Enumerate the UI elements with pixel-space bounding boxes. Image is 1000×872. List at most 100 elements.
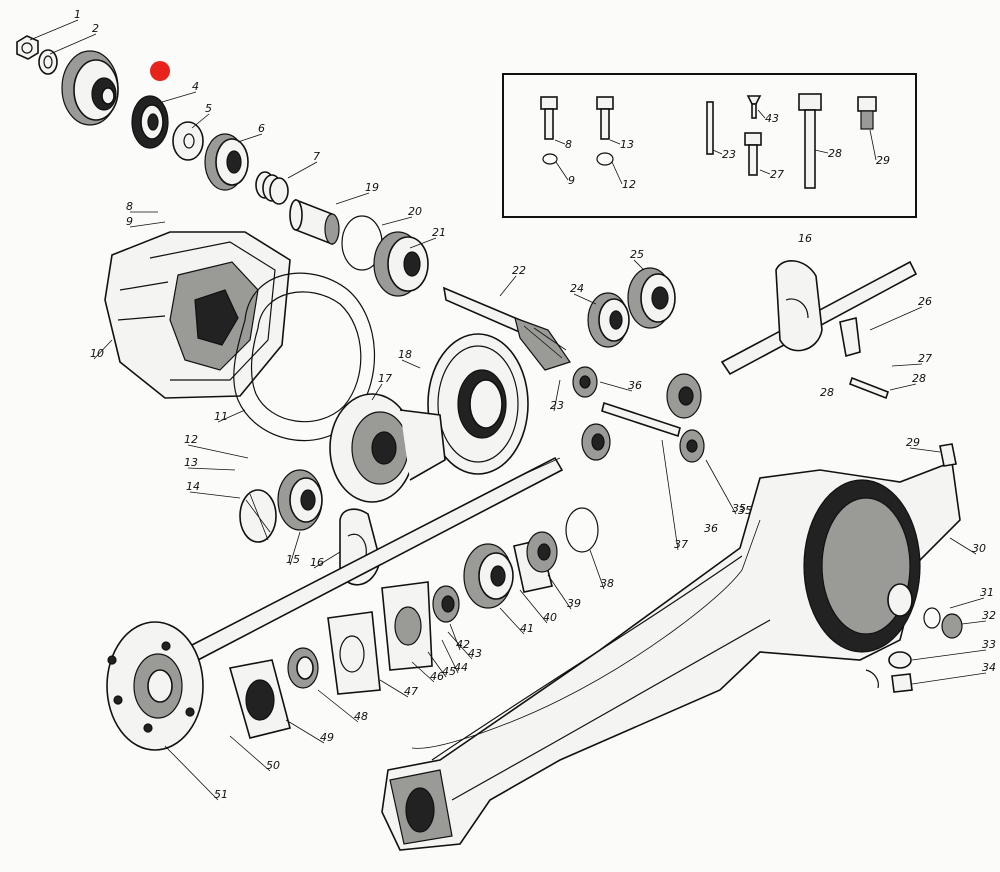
part-label: 34 bbox=[982, 661, 996, 674]
leader-line bbox=[409, 237, 437, 249]
part-pinion-shaft-22 bbox=[442, 286, 571, 371]
leader-line bbox=[961, 620, 987, 625]
inset-leader-line bbox=[609, 139, 621, 145]
fasteners-inset-frame bbox=[502, 73, 917, 218]
leader-line bbox=[869, 306, 923, 331]
inset-label: 23 bbox=[722, 148, 736, 161]
part-label: 28 bbox=[912, 372, 926, 385]
inset-leader-line bbox=[757, 109, 766, 119]
inset-label: 8 bbox=[565, 138, 572, 151]
leader-line bbox=[317, 689, 359, 723]
leader-line bbox=[573, 293, 597, 305]
part-label: 14 bbox=[186, 480, 200, 493]
side-label: 28 bbox=[820, 386, 834, 399]
part-label: 29 bbox=[906, 436, 920, 449]
leader-line bbox=[589, 549, 605, 590]
part-label: 8 bbox=[126, 200, 133, 213]
inset-label: 9 bbox=[568, 174, 575, 187]
leader-line bbox=[371, 383, 383, 401]
part-label: 17 bbox=[378, 372, 392, 385]
part-label: 47 bbox=[404, 685, 418, 698]
leader-line bbox=[705, 459, 737, 515]
leader-line bbox=[661, 439, 679, 551]
part-bearing-41 bbox=[463, 543, 514, 609]
part-washer-5 bbox=[172, 121, 204, 161]
part-label: 38 bbox=[600, 577, 614, 590]
leader-line bbox=[287, 161, 318, 179]
inset-bolt-28 bbox=[798, 93, 822, 189]
leader-line bbox=[911, 672, 987, 685]
leader-lines bbox=[29, 19, 987, 801]
part-label: 27 bbox=[918, 352, 932, 365]
part-label: 11 bbox=[214, 410, 228, 423]
leader-line bbox=[229, 735, 271, 772]
part-label: 16 bbox=[310, 556, 324, 569]
inset-washer-12 bbox=[596, 152, 614, 166]
leader-line bbox=[889, 383, 917, 391]
part-pinion-gear-36 bbox=[572, 366, 598, 398]
leader-line bbox=[911, 649, 987, 661]
part-side-gear-35 bbox=[666, 373, 702, 419]
part-label: 37 bbox=[674, 538, 688, 551]
leader-line bbox=[449, 623, 461, 651]
part-carrier-housing-10 bbox=[104, 231, 291, 399]
inset-washer-9 bbox=[542, 153, 558, 165]
part-diff-case-17 bbox=[329, 393, 446, 503]
inset-leader-line bbox=[869, 129, 877, 161]
part-label: 7 bbox=[313, 150, 320, 163]
part-bolt-28-side bbox=[849, 376, 889, 400]
part-label: 24 bbox=[570, 282, 584, 295]
part-fittings bbox=[865, 607, 963, 693]
leader-line bbox=[93, 339, 113, 360]
inset-label: 43 bbox=[765, 112, 779, 125]
part-bearing-25 bbox=[627, 267, 676, 329]
inset-leader-line bbox=[814, 149, 829, 154]
inset-leader-line bbox=[759, 169, 771, 175]
leader-line bbox=[187, 444, 249, 459]
inset-leader-line bbox=[712, 149, 723, 155]
part-label: 6 bbox=[258, 122, 265, 135]
detail-label: 36 bbox=[704, 522, 718, 535]
part-ring-gear-18 bbox=[427, 333, 529, 475]
inset-screw-43 bbox=[746, 95, 762, 119]
detail-label: 35 bbox=[738, 504, 752, 517]
part-nut bbox=[16, 35, 39, 60]
part-label: 45 bbox=[442, 665, 456, 678]
part-label: 50 bbox=[266, 759, 280, 772]
inset-label: 27 bbox=[770, 168, 784, 181]
leader-line bbox=[519, 589, 548, 624]
part-bushing-42 bbox=[432, 585, 460, 623]
part-bearing-6 bbox=[204, 133, 249, 191]
part-plate-47 bbox=[327, 611, 381, 695]
part-label: 15 bbox=[286, 553, 300, 566]
inset-leader-line bbox=[555, 161, 569, 181]
part-fork-16 bbox=[775, 260, 823, 352]
part-plate-46 bbox=[381, 581, 433, 671]
leader-line bbox=[633, 259, 645, 271]
inset-bolt-8 bbox=[540, 96, 558, 140]
part-cross-shaft-37 bbox=[601, 401, 681, 438]
part-label: 49 bbox=[320, 731, 334, 744]
leader-line bbox=[547, 574, 572, 610]
inset-label: 29 bbox=[876, 154, 890, 167]
part-label: 18 bbox=[398, 348, 412, 361]
part-label: 20 bbox=[408, 205, 422, 218]
leader-line bbox=[441, 639, 459, 674]
part-label: 5 bbox=[205, 102, 212, 115]
part-label: 51 bbox=[214, 788, 228, 801]
part-flange bbox=[61, 50, 119, 126]
part-label: 25 bbox=[630, 248, 644, 261]
part-axle-flange-51 bbox=[106, 621, 204, 751]
part-label: 2 bbox=[92, 22, 99, 35]
part-label: 31 bbox=[980, 586, 994, 599]
leader-line bbox=[335, 192, 370, 205]
leader-line bbox=[553, 379, 561, 412]
part-label: 23 bbox=[550, 399, 564, 412]
leader-line bbox=[447, 631, 473, 660]
part-label: 33 bbox=[982, 638, 996, 651]
side-label: 16 bbox=[798, 232, 812, 245]
leader-line bbox=[289, 531, 301, 566]
part-label: 9 bbox=[126, 215, 133, 228]
part-retainer-50 bbox=[228, 659, 291, 739]
part-label: 36 bbox=[628, 379, 642, 392]
